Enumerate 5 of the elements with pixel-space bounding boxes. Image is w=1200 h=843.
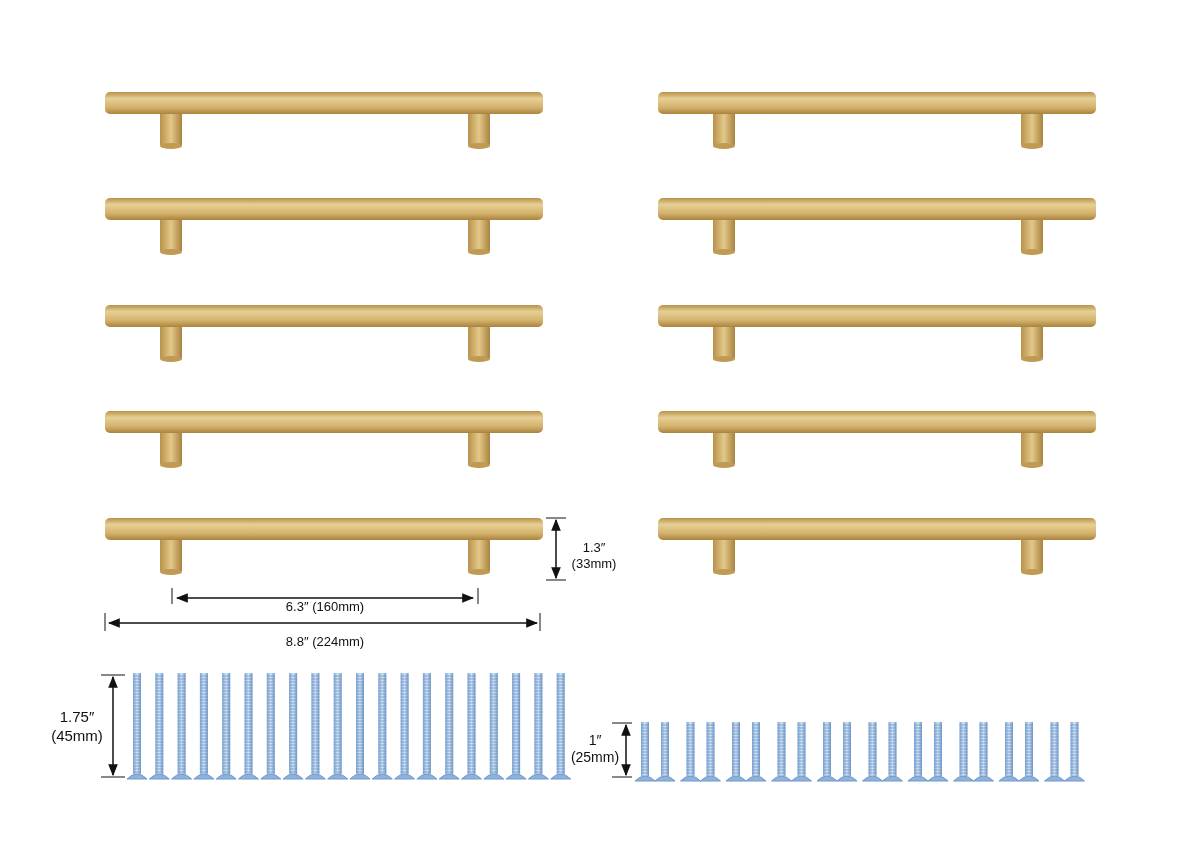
dimension-label: 1.3″ (33mm) (570, 540, 618, 572)
dimension-label: 8.8″ (224mm) (284, 634, 366, 650)
dimension-label: 1″ (25mm) (569, 732, 621, 766)
dimension-label: 6.3″ (160mm) (284, 599, 366, 615)
dimension-label: 1.75″ (45mm) (50, 707, 104, 745)
